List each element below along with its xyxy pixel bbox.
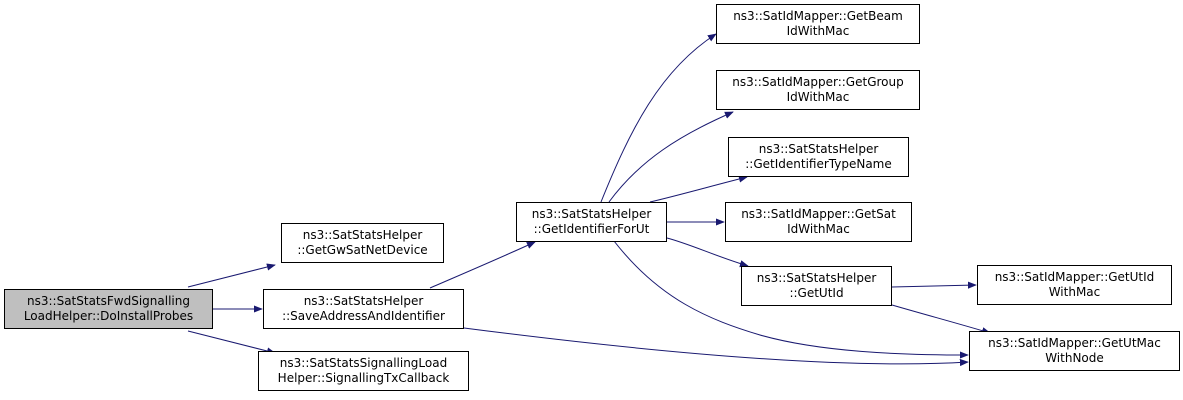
edge-getidentifierforut-to-getutid [666, 237, 749, 268]
node-label-line: IdWithMac [787, 222, 850, 236]
edge-doinstallprobes-to-signallingtxcallback [187, 330, 276, 355]
edge-saveaddressandidentifier-to-getidentifierforut [429, 241, 536, 289]
edge-getidentifierforut-to-getbeamidwithmac [600, 33, 717, 203]
edge-getutid-to-getutidwithmac [891, 281, 977, 289]
node-save-address-and-identifier[interactable]: ns3::SatStatsHelper::SaveAddressAndIdent… [263, 289, 464, 329]
node-label-line: IdWithMac [786, 90, 850, 104]
node-label-line: ns3::SatStatsHelper [756, 271, 877, 285]
node-label-line: ns3::SatStatsFwdSignalling [27, 294, 190, 308]
edge-getidentifierforut-to-getutmacwithnode [613, 240, 969, 359]
node-label-line: ::GetUtId [789, 286, 844, 300]
node-label-line: ::SaveAddressAndIdentifier [282, 309, 445, 323]
node-label-line: ns3::SatIdMapper::GetSat [741, 207, 896, 221]
node-label-line: ::GetIdentifierTypeName [745, 157, 892, 171]
node-get-gw-sat-net-device[interactable]: ns3::SatStatsHelper::GetGwSatNetDevice [281, 223, 444, 263]
node-label-line: ::GetIdentifierForUt [533, 222, 650, 236]
edge-getidentifierforut-to-getidentifiertypename [649, 175, 748, 203]
node-label-line: ns3::SatIdMapper::GetUtMac [988, 336, 1161, 350]
node-label-line: Helper::SignallingTxCallback [277, 371, 450, 385]
node-label-line: WithMac [1048, 285, 1101, 299]
edge-getidentifierforut-to-getgroupidwithmac [608, 111, 734, 203]
node-label-line: ns3::SatIdMapper::GetGroup [732, 75, 904, 89]
node-label-line: ::GetGwSatNetDevice [297, 243, 428, 257]
edge-getutid-to-getutmacwithnode [891, 304, 991, 335]
node-label-line: ns3::SatStatsHelper [302, 228, 423, 242]
node-label-line: ns3::SatStatsHelper [531, 207, 652, 221]
node-get-identifier-type-name[interactable]: ns3::SatStatsHelper::GetIdentifierTypeNa… [728, 137, 909, 177]
edge-saveaddressandidentifier-to-getutmacwithnode [463, 327, 969, 367]
node-label-line: WithNode [1045, 351, 1104, 365]
edge-doinstallprobes-to-getgwsatnetdevice [187, 263, 276, 288]
node-label-line: ns3::SatStatsHelper [758, 142, 879, 156]
node-label-line: IdWithMac [786, 24, 850, 38]
node-label-line: ns3::SatStatsHelper [303, 294, 424, 308]
node-label-line: ns3::SatIdMapper::GetUtId [994, 270, 1155, 284]
node-label-line: ns3::SatIdMapper::GetBeam [733, 9, 903, 23]
node-label-line: LoadHelper::DoInstallProbes [23, 309, 194, 323]
node-label-line: ns3::SatStatsSignallingLoad [279, 356, 448, 370]
node-get-identifier-for-ut[interactable]: ns3::SatStatsHelper::GetIdentifierForUt [516, 202, 667, 242]
node-get-ut-id[interactable]: ns3::SatStatsHelper::GetUtId [741, 266, 892, 306]
